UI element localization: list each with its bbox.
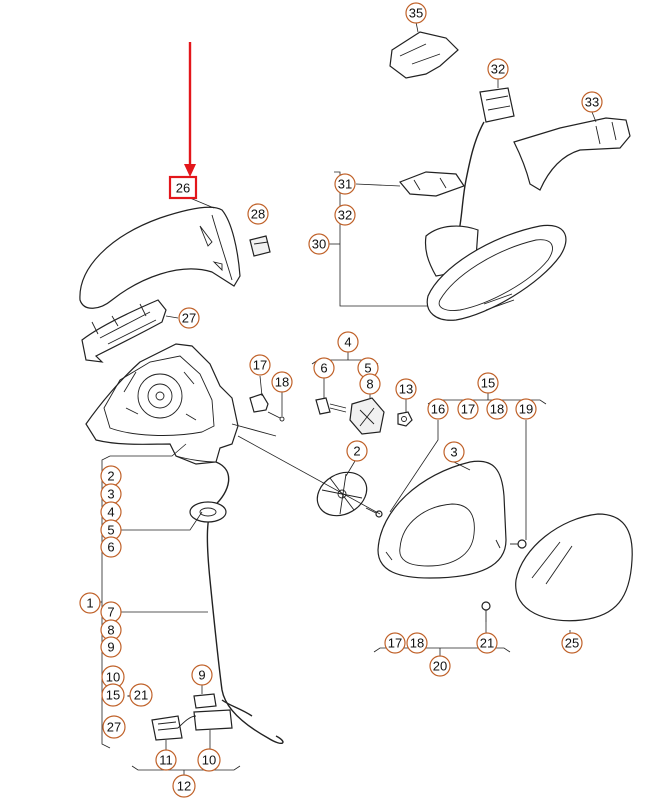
callout-7: 7	[107, 605, 114, 620]
bracket-1	[96, 443, 208, 749]
callout-18-bottom: 18	[410, 636, 424, 651]
mirror-cap-part	[79, 197, 241, 309]
callout-4-top: 4	[344, 335, 351, 350]
leader-33	[591, 111, 597, 123]
assembly-leader	[237, 435, 381, 515]
callout-5-top: 5	[364, 361, 371, 376]
callout-11: 11	[159, 753, 173, 768]
callout-18-right: 18	[490, 402, 504, 417]
callout-27-left: 27	[107, 720, 121, 735]
callout-3-right: 3	[450, 445, 457, 460]
callout-12: 12	[177, 779, 191, 794]
callout-18-left: 18	[275, 375, 289, 390]
screw-part-21	[481, 539, 527, 622]
callout-6-top: 6	[320, 361, 327, 376]
callout-2-right: 2	[353, 444, 360, 459]
sensor-part-32	[457, 78, 515, 237]
callout-26-box	[168, 175, 198, 200]
highlight-arrow	[184, 42, 196, 177]
mirror-glass-part-25	[515, 513, 633, 622]
bolt-part-6	[315, 397, 347, 415]
callout-17-left: 17	[253, 358, 267, 373]
callout-21-left: 21	[134, 688, 148, 703]
callout-4-left: 4	[107, 505, 114, 520]
callout-9-left: 9	[107, 640, 114, 655]
callout-15-left: 15	[106, 688, 120, 703]
callout-33: 33	[585, 95, 599, 110]
callout-8-top: 8	[366, 377, 373, 392]
callout-26: 26	[176, 181, 190, 196]
connector-part-35	[389, 21, 459, 79]
callout-28: 28	[251, 207, 265, 222]
bracket-30	[328, 171, 428, 307]
callout-6-left: 6	[107, 540, 114, 555]
callouts: 26 28 27 35 32 33 31 32 30 4 6 5 8 17 18…	[79, 2, 603, 798]
callout-13: 13	[399, 382, 413, 397]
callout-1: 1	[86, 596, 93, 611]
callout-30: 30	[312, 237, 326, 252]
callout-10-bottom: 10	[202, 753, 216, 768]
callout-17-right: 17	[461, 402, 475, 417]
callout-9-bottom: 9	[198, 668, 205, 683]
bracket-20	[373, 622, 511, 656]
leader-17	[259, 375, 263, 397]
turn-signal-part	[81, 299, 179, 363]
callout-16: 16	[431, 402, 445, 417]
clip-part-31	[355, 171, 465, 197]
callout-27: 27	[182, 311, 196, 326]
callout-15-top: 15	[481, 376, 495, 391]
callout-10-left: 10	[106, 670, 120, 685]
callout-3-left: 3	[107, 487, 114, 502]
callout-25: 25	[565, 636, 579, 651]
mirror-carrier-part-3	[377, 460, 507, 579]
mounting-plate-part-8	[349, 397, 385, 435]
callout-17-bottom: 17	[388, 636, 402, 651]
cover-part-33	[513, 117, 631, 191]
callout-20: 20	[433, 659, 447, 674]
lamp-part-30	[424, 224, 567, 321]
callout-21: 21	[480, 636, 494, 651]
callout-32-top: 32	[491, 62, 505, 77]
callout-8-left: 8	[107, 623, 114, 638]
range-dash: -	[127, 688, 131, 703]
callout-35: 35	[409, 6, 423, 21]
nut-part-13	[397, 411, 413, 427]
mirror-housing-part	[85, 343, 277, 465]
callout-32-mid: 32	[338, 208, 352, 223]
wiring-harness-part	[151, 461, 284, 745]
callout-5-left: 5	[107, 523, 114, 538]
clip-part-28	[249, 235, 271, 257]
screw-part-17-18	[249, 393, 285, 422]
adjuster-disc-part-2	[316, 471, 383, 518]
callout-19: 19	[519, 402, 533, 417]
callout-31: 31	[338, 177, 352, 192]
callout-2-left: 2	[107, 469, 114, 484]
leader-3	[453, 461, 471, 471]
